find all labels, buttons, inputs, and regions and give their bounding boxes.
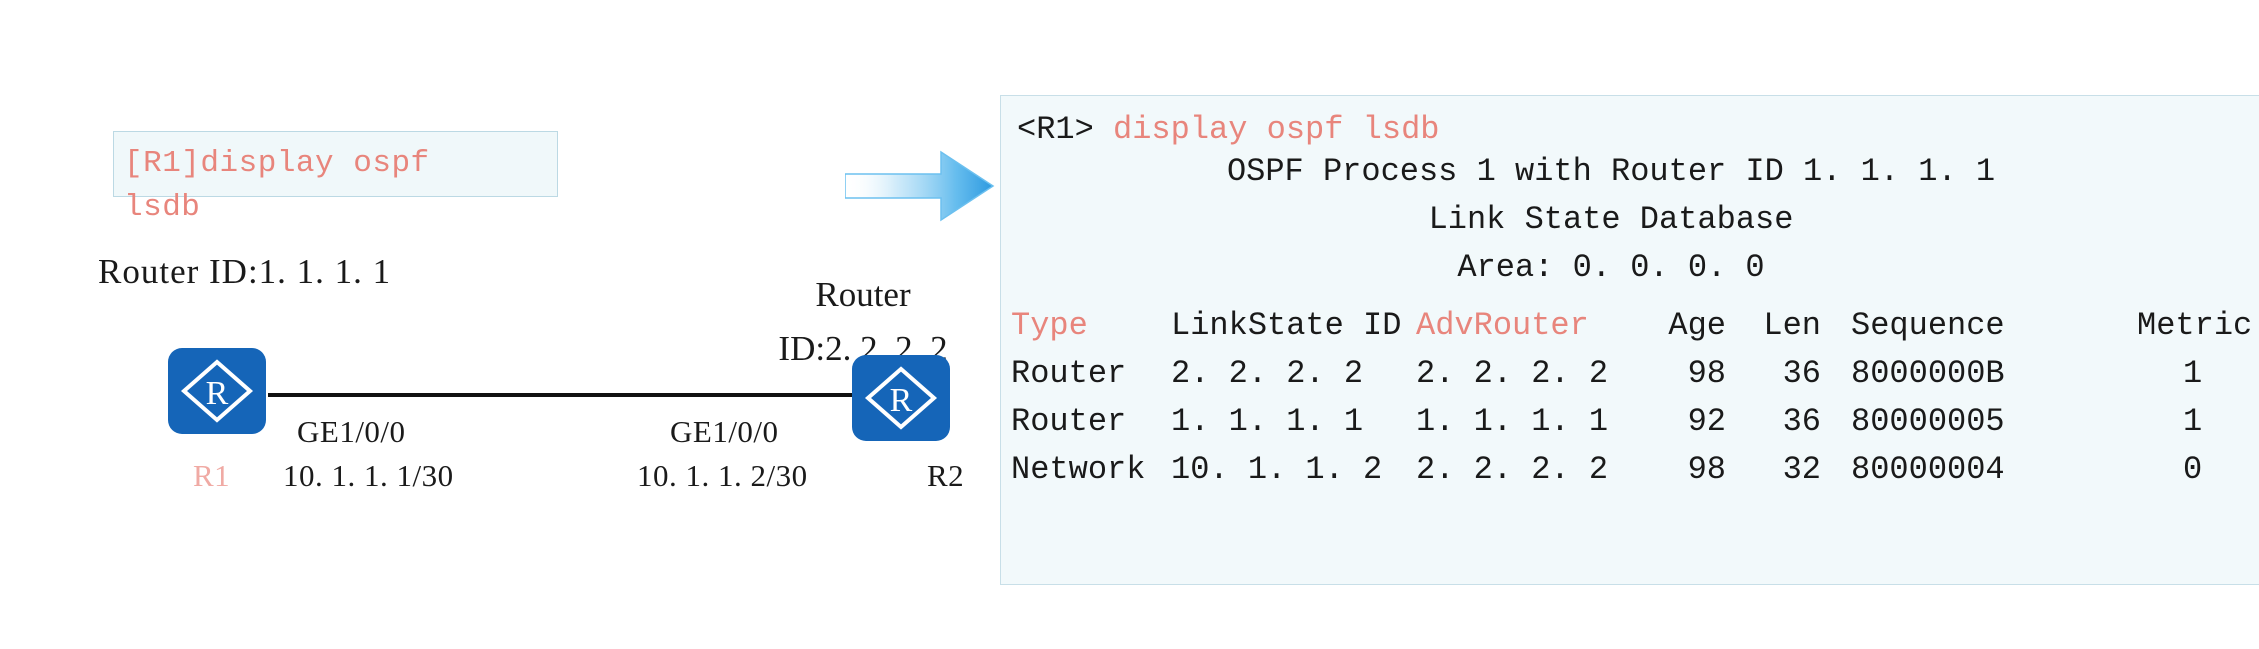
cell-len: 32 [1782, 450, 1821, 488]
command-callout-box [113, 131, 558, 197]
table-header-row: Type LinkState ID AdvRouter Age Len Sequ… [1011, 301, 2259, 349]
cell-linkstate: 2. 2. 2. 2 [1171, 354, 1364, 392]
right-arrow-icon [845, 148, 995, 224]
cell-sequence: 80000005 [1851, 402, 2005, 440]
right-interface-ip: 10. 1. 1. 2/30 [637, 458, 808, 493]
table-row: Router 1. 1. 1. 1 1. 1. 1. 1 92 36 80000… [1011, 397, 2259, 445]
column-header-metric: Metric [2137, 306, 2253, 344]
cell-linkstate: 1. 1. 1. 1 [1171, 402, 1364, 440]
cell-metric: 1 [2183, 402, 2203, 440]
svg-text:R: R [206, 375, 229, 412]
cell-sequence: 8000000B [1851, 354, 2005, 392]
svg-text:R: R [890, 382, 913, 419]
cell-advrouter: 1. 1. 1. 1 [1416, 402, 1609, 440]
terminal-output-panel: <R1> display ospf lsdb OSPF Process 1 wi… [1000, 95, 2259, 585]
column-header-linkstate: LinkState ID [1171, 306, 1402, 344]
table-row: Router 2. 2. 2. 2 2. 2. 2. 2 98 36 80000… [1011, 349, 2259, 397]
terminal-prompt-line: <R1> display ospf lsdb [1017, 110, 1439, 150]
device-label-r2: R2 [927, 458, 965, 493]
cell-age: 92 [1687, 402, 1726, 440]
left-interface-ip: 10. 1. 1. 1/30 [283, 458, 454, 493]
cell-age: 98 [1687, 354, 1726, 392]
cell-len: 36 [1782, 402, 1821, 440]
router-icon-r2[interactable]: R [852, 355, 950, 441]
cell-metric: 0 [2183, 450, 2203, 488]
cell-advrouter: 2. 2. 2. 2 [1416, 450, 1609, 488]
terminal-command: display ospf lsdb [1113, 111, 1440, 148]
network-topology-diagram: [R1]display ospf lsdb Router ID:1. 1. 1.… [0, 0, 1000, 649]
device-label-r1: R1 [193, 458, 231, 493]
command-callout-text: [R1]display ospf lsdb [124, 146, 430, 225]
lsdb-table: Type LinkState ID AdvRouter Age Len Sequ… [1011, 301, 2259, 493]
left-router-id-label: Router ID:1. 1. 1. 1 [98, 252, 392, 291]
column-header-type: Type [1011, 306, 1088, 344]
cell-advrouter: 2. 2. 2. 2 [1416, 354, 1609, 392]
cell-sequence: 80000004 [1851, 450, 2005, 488]
cell-linkstate: 10. 1. 1. 2 [1171, 450, 1383, 488]
terminal-prompt: <R1> [1017, 111, 1094, 148]
column-header-age: Age [1668, 306, 1726, 344]
right-interface-name: GE1/0/0 [670, 414, 779, 449]
column-header-advrouter: AdvRouter [1416, 306, 1589, 344]
router-icon-r1[interactable]: R [168, 348, 266, 434]
cell-metric: 1 [2183, 354, 2203, 392]
column-header-len: Len [1763, 306, 1821, 344]
area-label: Area: 0. 0. 0. 0 [1457, 249, 1765, 286]
cell-type: Router [1011, 402, 1127, 440]
ethernet-link [268, 393, 888, 397]
table-row: Network 10. 1. 1. 2 2. 2. 2. 2 98 32 800… [1011, 445, 2259, 493]
cell-age: 98 [1687, 450, 1726, 488]
cell-type: Router [1011, 354, 1127, 392]
cell-type: Network [1011, 450, 1146, 488]
column-header-sequence: Sequence [1851, 306, 2005, 344]
ospf-process-header: OSPF Process 1 with Router ID 1. 1. 1. 1 [1226, 153, 1996, 190]
cell-len: 36 [1782, 354, 1821, 392]
lsdb-title: Link State Database [1428, 201, 1794, 238]
left-interface-name: GE1/0/0 [297, 414, 406, 449]
